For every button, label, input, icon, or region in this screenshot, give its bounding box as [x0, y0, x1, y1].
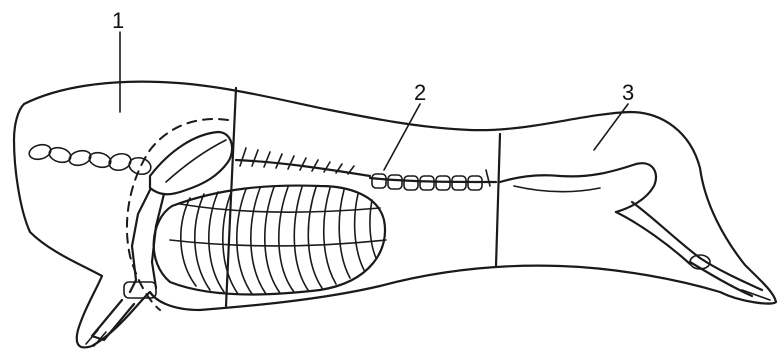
lumbar-vertebrae — [370, 170, 496, 190]
sacrum — [514, 186, 600, 192]
leader-line-3 — [594, 104, 628, 150]
thoracic-spine — [236, 148, 370, 176]
carcass-outline — [14, 82, 776, 348]
leader-line-2 — [384, 104, 420, 170]
label-3: 3 — [622, 80, 634, 105]
scapula — [150, 132, 232, 194]
rib-cage — [154, 186, 386, 295]
cervical-vertebrae — [28, 142, 153, 176]
division-line-loin — [496, 134, 500, 266]
label-2: 2 — [414, 80, 426, 105]
foreleg-bones — [86, 190, 164, 346]
label-1: 1 — [112, 8, 124, 33]
scapula-spine — [166, 140, 226, 182]
